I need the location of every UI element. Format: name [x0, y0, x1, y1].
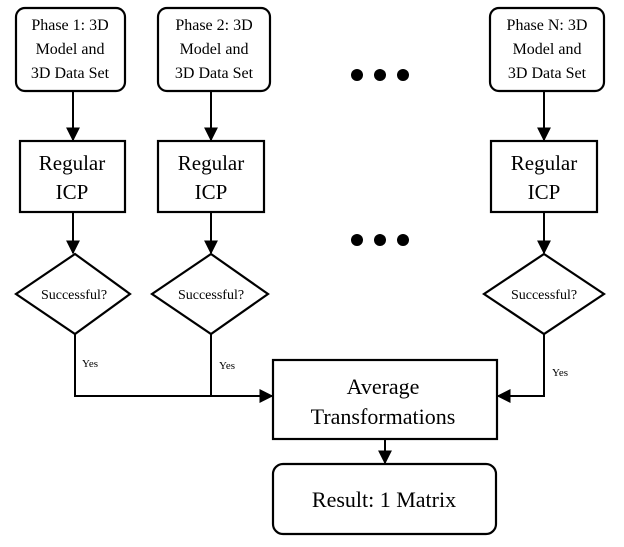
- icp-n-node: Regular ICP: [489, 139, 599, 214]
- result-node: Result: 1 Matrix: [271, 462, 498, 536]
- decision-n-node: Successful?: [482, 252, 606, 336]
- phase-2-line-1: Phase 2: 3D: [175, 17, 252, 34]
- ellipsis-middle: [351, 234, 409, 246]
- average-node: Average Transformations: [271, 358, 499, 441]
- phase-2-line-3: 3D Data Set: [175, 65, 254, 82]
- icp-2-node: Regular ICP: [156, 139, 266, 214]
- icp-n-line-2: ICP: [528, 180, 561, 204]
- icp-n-line-1: Regular: [511, 151, 577, 175]
- yes-label-n: Yes: [552, 367, 568, 379]
- ellipsis-top: [351, 69, 409, 81]
- decision-2-label: Successful?: [178, 288, 244, 303]
- phase-1-line-2: Model and: [36, 41, 105, 58]
- phase-2-node: Phase 2: 3D Model and 3D Data Set: [156, 6, 272, 93]
- decision-2-node: Successful?: [150, 252, 270, 336]
- phase-n-line-2: Model and: [513, 41, 582, 58]
- result-label: Result: 1 Matrix: [312, 487, 456, 512]
- average-line-2: Transformations: [311, 404, 456, 429]
- icp-1-line-1: Regular: [39, 151, 105, 175]
- phase-2-line-2: Model and: [180, 41, 249, 58]
- phase-1-line-1: Phase 1: 3D: [31, 17, 108, 34]
- yes-label-2: Yes: [219, 360, 235, 372]
- decision-1-node: Successful?: [14, 252, 132, 336]
- yes-label-1: Yes: [82, 358, 98, 370]
- phase-1-node: Phase 1: 3D Model and 3D Data Set: [14, 6, 127, 93]
- average-line-1: Average: [347, 374, 420, 399]
- decision-1-label: Successful?: [41, 288, 107, 303]
- phase-n-node: Phase N: 3D Model and 3D Data Set: [488, 6, 606, 93]
- phase-1-line-3: 3D Data Set: [31, 65, 110, 82]
- connector-decision1: [74, 334, 211, 397]
- icp-2-line-1: Regular: [178, 151, 244, 175]
- phase-n-line-3: 3D Data Set: [508, 65, 587, 82]
- arrow-into-average-right: [496, 334, 545, 403]
- phase-n-line-1: Phase N: 3D: [507, 17, 588, 34]
- icp-2-line-2: ICP: [195, 180, 228, 204]
- icp-1-line-2: ICP: [56, 180, 89, 204]
- icp-1-node: Regular ICP: [18, 139, 127, 214]
- decision-n-label: Successful?: [511, 288, 577, 303]
